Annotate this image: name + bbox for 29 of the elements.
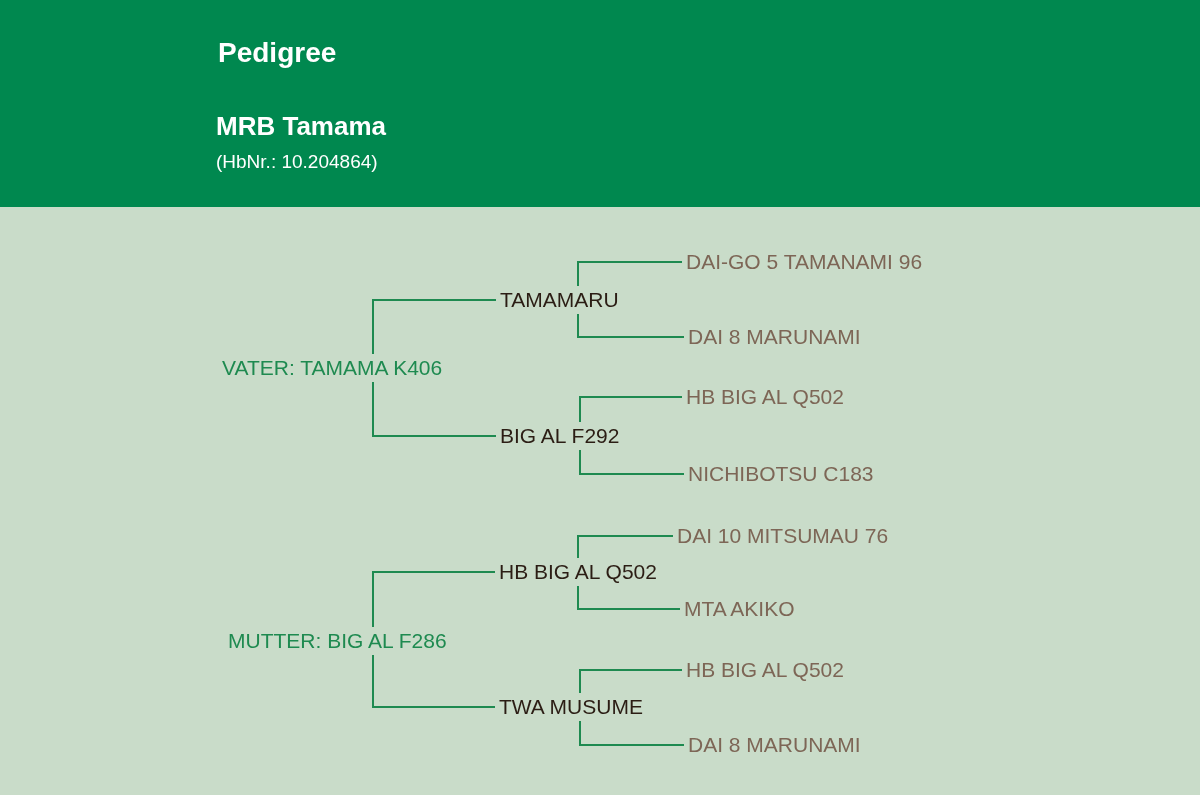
pedigree-name: DAI 8 MARUNAMI xyxy=(688,733,861,757)
pedigree-name: BIG AL F292 xyxy=(500,424,620,448)
pedigree-name: DAI 8 MARUNAMI xyxy=(688,325,861,349)
title: Pedigree xyxy=(218,36,337,70)
pedigree-connector xyxy=(579,669,683,694)
pedigree-name: MTA AKIKO xyxy=(684,597,795,621)
pedigree-name: VATER: TAMAMA K406 xyxy=(222,356,443,380)
herdbook-number: (HbNr.: 10.204864) xyxy=(216,150,378,174)
pedigree-connector xyxy=(579,396,683,423)
pedigree-connector xyxy=(577,585,681,610)
pedigree-name: DAI-GO 5 TAMANAMI 96 xyxy=(686,250,923,274)
pedigree-connector xyxy=(579,720,685,746)
pedigree-connector xyxy=(372,299,497,355)
pedigree-name: HB BIG AL Q502 xyxy=(686,658,844,682)
pedigree-connector xyxy=(579,449,685,475)
pedigree-connector xyxy=(577,261,683,287)
pedigree-name: TAMAMARU xyxy=(500,288,619,312)
pedigree-connector xyxy=(577,535,674,559)
pedigree-connector xyxy=(372,654,496,708)
pedigree-name: NICHIBOTSU C183 xyxy=(688,462,874,486)
pedigree-name: DAI 10 MITSUMAU 76 xyxy=(677,524,889,548)
animal-name: MRB Tamama xyxy=(216,110,386,143)
pedigree-name: HB BIG AL Q502 xyxy=(499,560,657,584)
pedigree-connector xyxy=(372,571,496,628)
pedigree-connector xyxy=(372,381,497,437)
pedigree-name: MUTTER: BIG AL F286 xyxy=(228,629,447,653)
pedigree-connector xyxy=(577,313,685,338)
pedigree-name: HB BIG AL Q502 xyxy=(686,385,844,409)
pedigree-name: TWA MUSUME xyxy=(499,695,643,719)
